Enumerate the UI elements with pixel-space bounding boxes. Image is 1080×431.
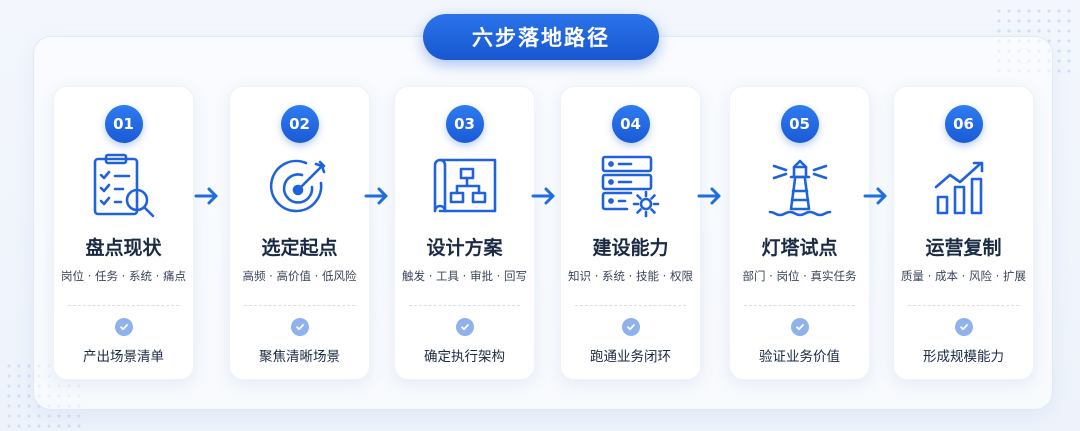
arrow-right-icon xyxy=(194,187,218,205)
divider xyxy=(744,305,855,306)
check-icon xyxy=(954,318,973,336)
steps-panel xyxy=(33,36,1053,410)
step-number: 04 xyxy=(611,105,650,143)
growth-chart-icon xyxy=(934,161,983,215)
step-tags: 部门 · 岗位 · 真实任务 xyxy=(742,269,857,283)
divider xyxy=(68,305,179,306)
step-result: 形成规模能力 xyxy=(923,349,1004,365)
step-title: 灯塔试点 xyxy=(761,237,838,259)
step-title: 盘点现状 xyxy=(85,237,162,259)
step-number: 02 xyxy=(280,105,319,143)
step-result: 验证业务价值 xyxy=(759,349,840,365)
step-title: 建设能力 xyxy=(592,237,669,259)
step-number: 06 xyxy=(944,105,983,143)
step-number: 03 xyxy=(445,105,484,143)
divider xyxy=(908,305,1019,306)
server-gear-icon xyxy=(601,155,659,218)
step-card-4: 04 建设能力 知识 · 系统 · 技能 · 权限 跑通业务闭环 xyxy=(560,86,701,380)
divider xyxy=(575,305,686,306)
check-icon xyxy=(621,318,640,336)
step-result: 聚焦清晰场景 xyxy=(259,349,340,365)
step-title: 选定起点 xyxy=(261,237,338,259)
page-title: 六步落地路径 xyxy=(423,14,659,60)
step-card-6: 06 运营复制 质量 · 成本 · 风险 · 扩展 形成规模能力 xyxy=(893,86,1034,380)
arrow-right-icon xyxy=(697,187,721,205)
divider xyxy=(244,305,355,306)
arrow-right-icon xyxy=(531,187,555,205)
step-title: 设计方案 xyxy=(426,237,503,259)
target-icon xyxy=(269,159,325,213)
step-tags: 触发 · 工具 · 审批 · 回写 xyxy=(402,269,527,283)
step-tags: 岗位 · 任务 · 系统 · 痛点 xyxy=(61,269,186,283)
arrow-right-icon xyxy=(863,187,887,205)
blueprint-icon xyxy=(433,158,496,213)
check-icon xyxy=(455,318,474,336)
step-result: 产出场景清单 xyxy=(83,349,164,365)
step-number: 01 xyxy=(104,105,143,143)
check-icon xyxy=(290,318,309,336)
check-icon xyxy=(790,318,809,336)
step-number: 05 xyxy=(780,105,819,143)
checklist-search-icon xyxy=(93,153,154,218)
divider xyxy=(409,305,520,306)
check-icon xyxy=(114,318,133,336)
lighthouse-icon xyxy=(768,159,831,217)
step-result: 确定执行架构 xyxy=(424,349,505,365)
step-card-1: 01 盘点现状 岗位 · 任务 · 系统 · 痛点 产出场景清单 xyxy=(53,86,194,380)
step-result: 跑通业务闭环 xyxy=(590,349,671,365)
step-title: 运营复制 xyxy=(925,237,1002,259)
step-tags: 质量 · 成本 · 风险 · 扩展 xyxy=(901,269,1026,283)
step-card-2: 02 选定起点 高频 · 高价值 · 低风险 聚焦清晰场景 xyxy=(229,86,370,380)
arrow-right-icon xyxy=(364,187,388,205)
step-tags: 知识 · 系统 · 技能 · 权限 xyxy=(568,269,693,283)
step-tags: 高频 · 高价值 · 低风险 xyxy=(242,269,357,283)
step-card-5: 05 灯塔试点 部门 · 岗位 · 真实任务 验证业务价值 xyxy=(729,86,870,380)
step-card-3: 03 设计方案 触发 · 工具 · 审批 · 回写 确定执行架构 xyxy=(394,86,535,380)
